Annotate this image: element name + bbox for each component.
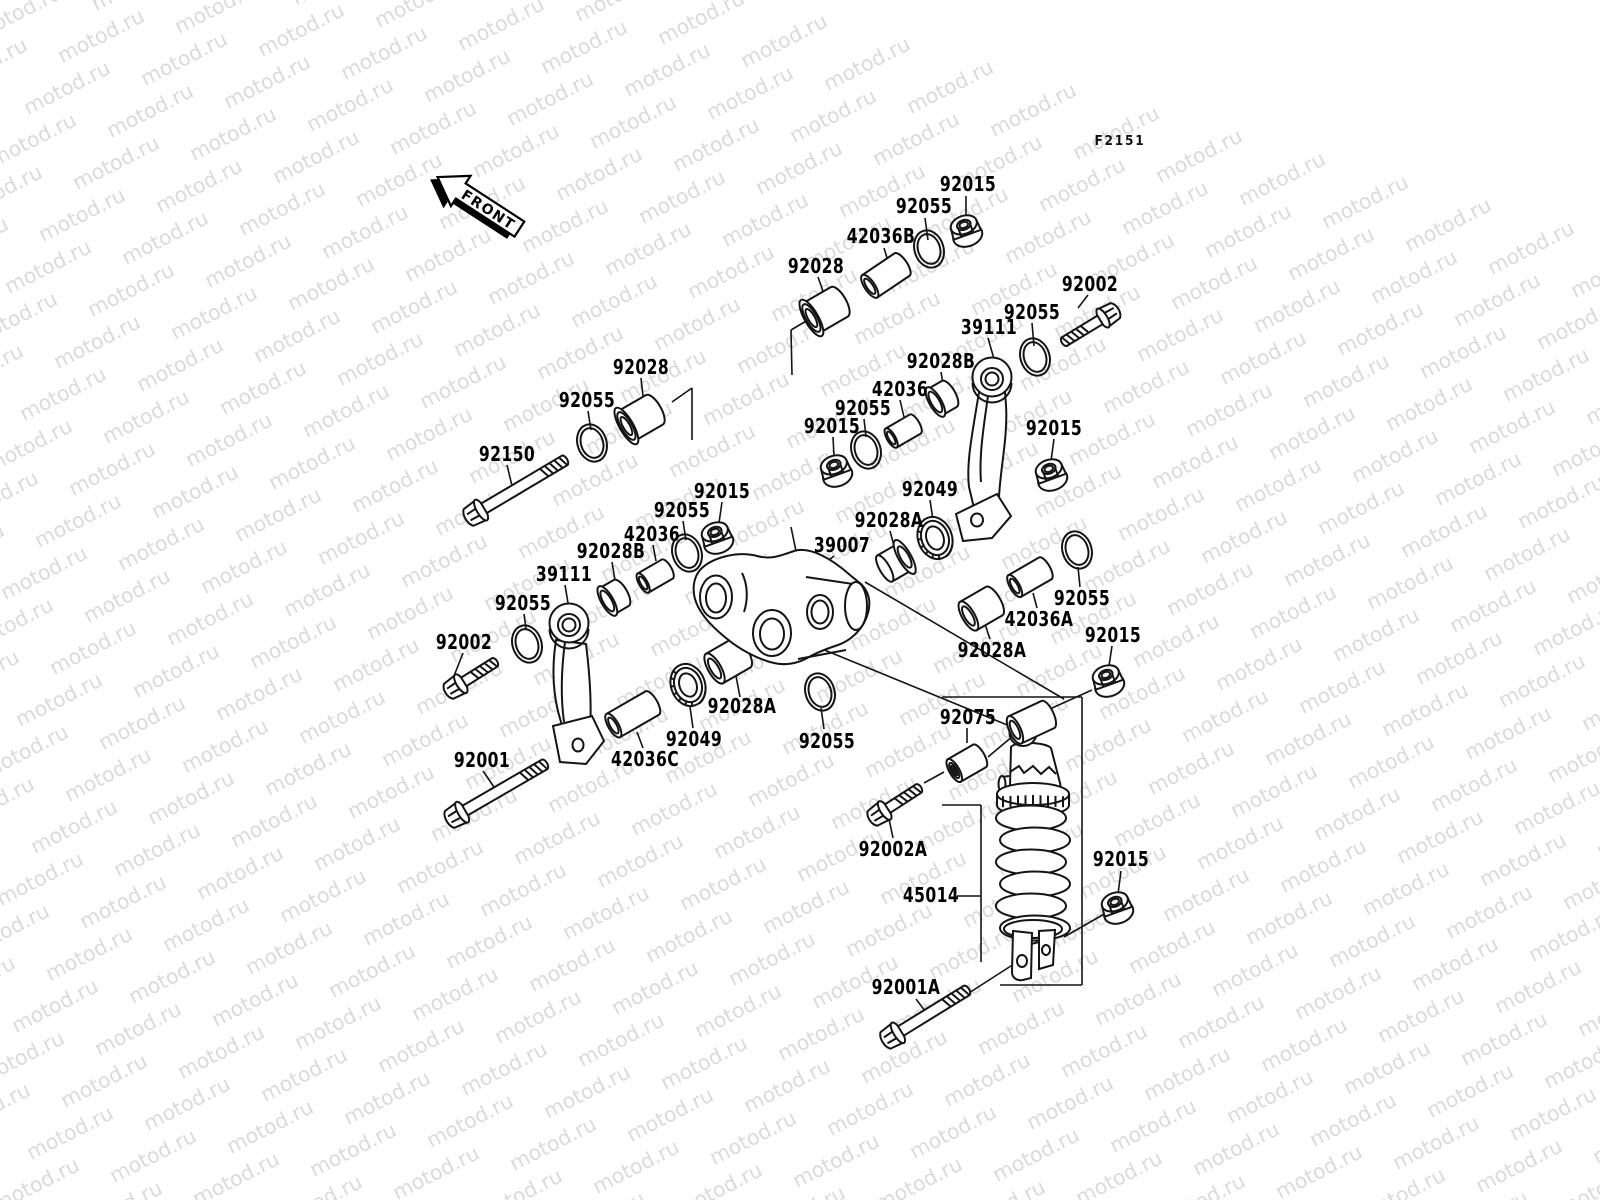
part-label-seal: 92049: [901, 477, 959, 501]
shock-absorber-45014: [995, 719, 1071, 982]
part-label-link-arm: 39111: [960, 315, 1018, 339]
tie-rod-39111-left: [548, 602, 606, 766]
fasteners-and-bushings: [442, 214, 1135, 1050]
bolt-92150: [462, 454, 570, 527]
o-ring-92055: [1019, 337, 1051, 377]
part-label-bolt: 92001A: [871, 975, 941, 999]
part-label-sleeve: 42036B: [846, 224, 916, 248]
part-label-o-ring: 92055: [834, 396, 892, 420]
o-ring-92055: [1061, 530, 1093, 570]
rocker-link-39007: [692, 548, 871, 666]
part-label-bushing: 92028B: [576, 539, 646, 563]
bolt-92002a: [866, 783, 924, 827]
part-label-nut: 92015: [693, 479, 751, 503]
seal-92049: [916, 515, 954, 561]
part-label-o-ring: 92055: [1003, 300, 1061, 324]
bushing-92028: [613, 393, 666, 446]
sleeve-42036c: [604, 690, 662, 739]
o-ring-92055: [804, 672, 836, 712]
flanged-nut-92015: [819, 454, 854, 488]
part-label-link-arm: 39111: [535, 562, 593, 586]
part-label-sleeve: 42036A: [1004, 607, 1074, 631]
bolt-92002-right: [1059, 302, 1122, 347]
part-label-o-ring: 92055: [798, 729, 856, 753]
part-label-sleeve: 42036C: [610, 747, 680, 771]
o-ring-92055: [671, 533, 703, 573]
part-label-shock-absorber: 45014: [902, 883, 960, 907]
part-label-bushing: 92028: [612, 355, 670, 379]
part-label-seal: 92049: [665, 727, 723, 751]
part-label-nut: 92015: [939, 172, 997, 196]
part-label-o-ring: 92055: [558, 388, 616, 412]
bushing-92028: [798, 285, 851, 338]
o-ring-92055: [913, 229, 945, 269]
bushing-92028a: [957, 585, 1006, 632]
tie-rod-39111-right: [954, 356, 1013, 543]
o-ring-92055: [850, 430, 882, 470]
bushing-92028b: [924, 379, 960, 418]
part-label-sleeve: 42036: [871, 377, 929, 401]
sleeve-42036b: [860, 252, 912, 299]
part-label-nut: 92015: [803, 414, 861, 438]
flanged-nut-92015: [1100, 891, 1135, 925]
part-label-rocker-link: 39007: [813, 533, 871, 557]
sleeve-42036: [635, 558, 675, 594]
sleeve-42036: [883, 413, 923, 449]
flanged-nut-92015: [949, 214, 984, 248]
part-label-nut: 92015: [1084, 623, 1142, 647]
flanged-nut-92015: [1034, 458, 1069, 492]
bolt-92001a: [879, 984, 972, 1050]
sleeve-42036a: [1006, 556, 1054, 599]
flanged-nut-92015: [1091, 664, 1126, 698]
part-label-damper-rubber: 92075: [939, 705, 997, 729]
part-label-bushing: 92028B: [906, 349, 976, 373]
damper-rubber-92075: [945, 743, 989, 784]
part-label-bushing: 92028: [787, 254, 845, 278]
part-label-o-ring: 92055: [1053, 586, 1111, 610]
part-label-bushing: 92028A: [854, 508, 924, 532]
part-label-bolt: 92002A: [858, 837, 928, 861]
part-label-o-ring: 92055: [653, 498, 711, 522]
o-ring-92055: [511, 624, 543, 664]
part-label-sleeve: 42036: [623, 522, 681, 546]
seal-92049: [669, 662, 707, 708]
leader-lines: [451, 196, 1122, 1016]
shock-top-bushing: [1005, 699, 1058, 745]
part-label-nut: 92015: [1092, 847, 1150, 871]
o-ring-92055: [576, 423, 608, 463]
part-label-bolt: 92150: [478, 442, 536, 466]
bolt-92001: [443, 758, 550, 829]
flanged-nut-92015: [700, 521, 735, 555]
part-label-bushing: 92028A: [957, 638, 1027, 662]
part-label-bushing: 92028A: [707, 694, 777, 718]
part-label-o-ring: 92055: [494, 591, 552, 615]
part-label-o-ring: 92055: [895, 194, 953, 218]
figure-code: F2151: [1094, 133, 1146, 149]
bolt-92002-left: [442, 657, 500, 700]
bushing-92028b: [596, 578, 632, 617]
bushing-92028a: [875, 539, 917, 583]
part-label-bolt: 92002: [435, 630, 493, 654]
part-label-bolt: 92002: [1061, 272, 1119, 296]
part-label-bolt: 92001: [453, 748, 511, 772]
part-label-nut: 92015: [1025, 416, 1083, 440]
